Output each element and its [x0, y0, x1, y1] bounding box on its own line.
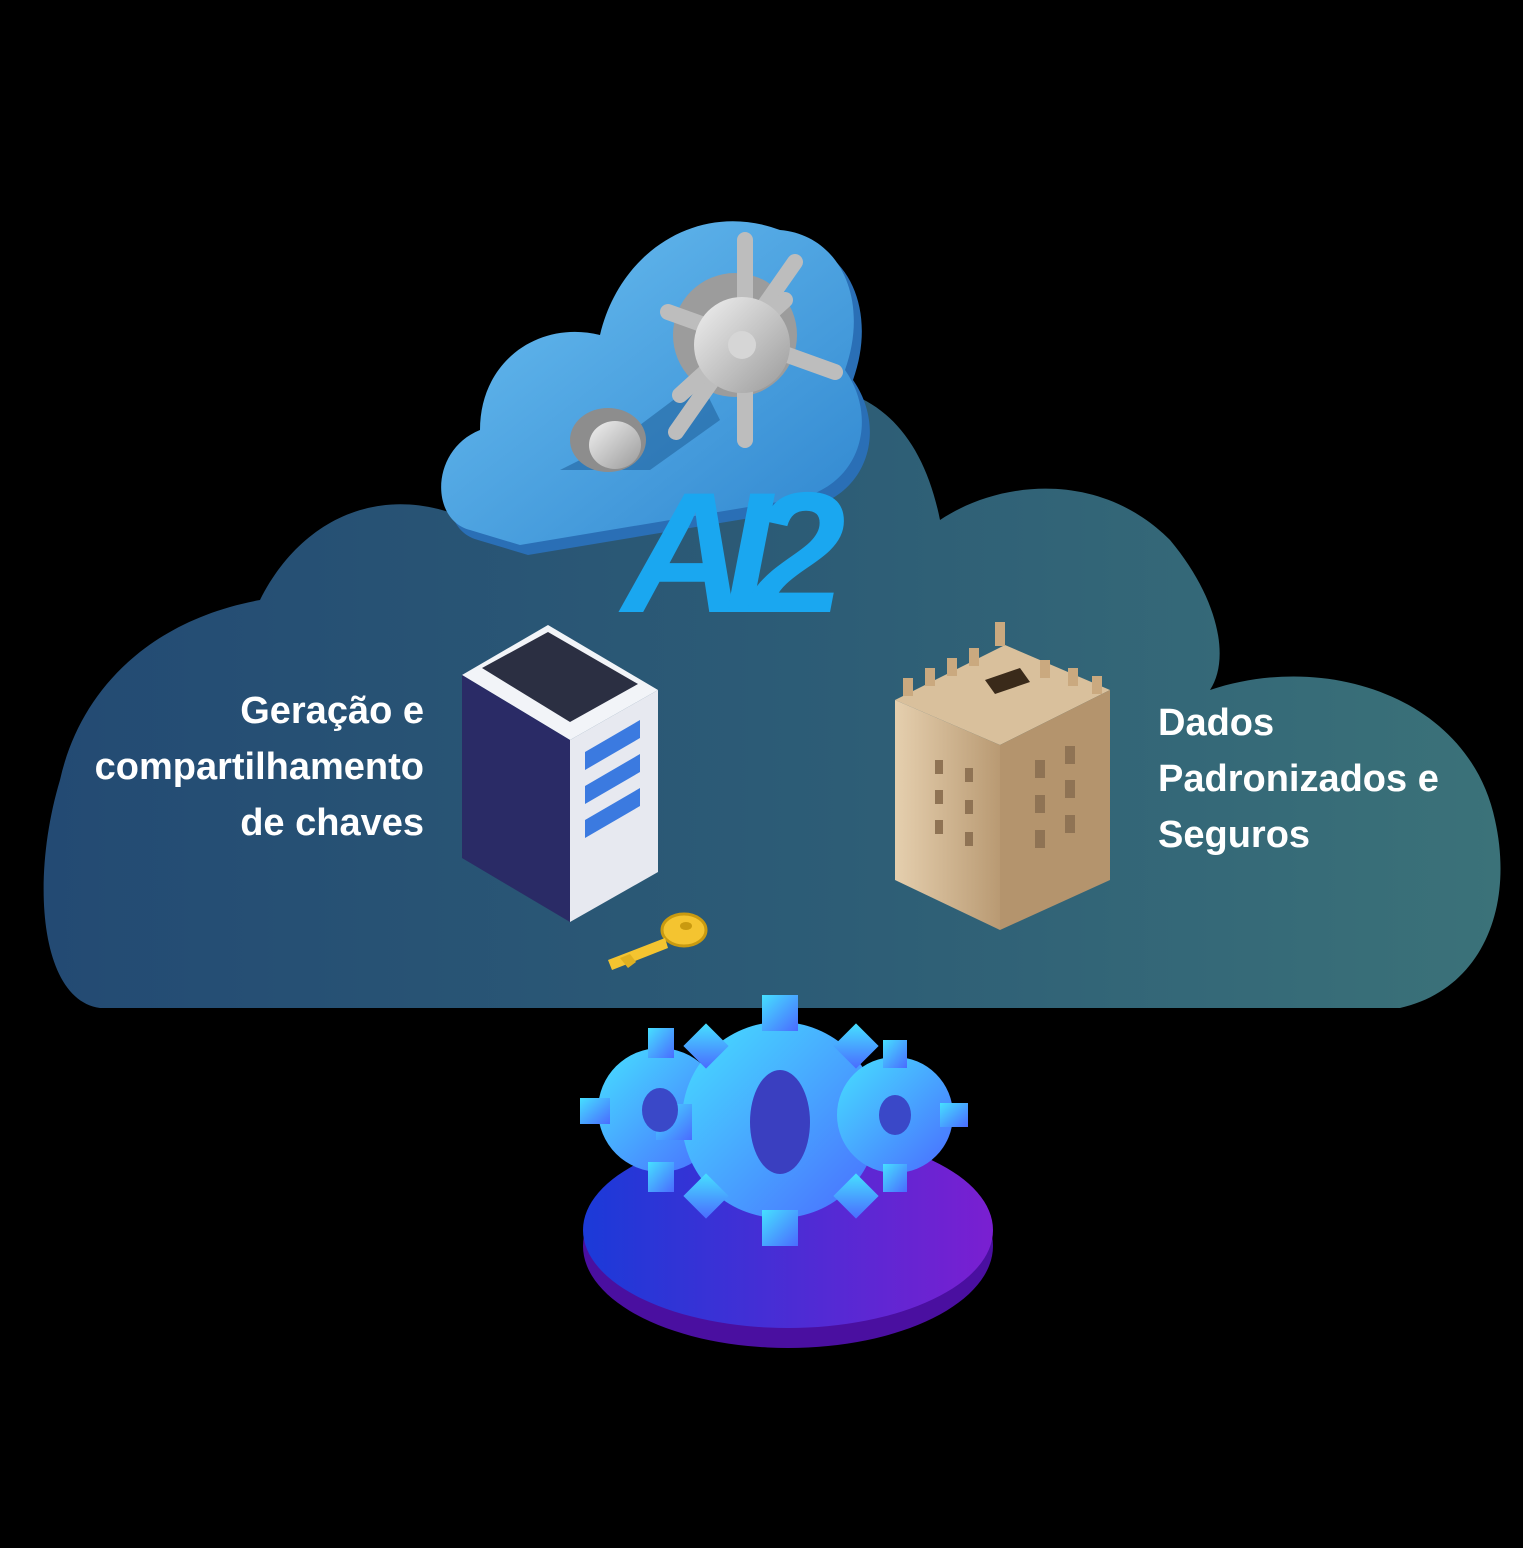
castle-tower-icon: [895, 622, 1110, 930]
key-icon: [608, 912, 708, 970]
left-label-line-2: compartilhamento: [94, 745, 424, 788]
server-icon: [462, 625, 658, 922]
gears-icon: [580, 995, 993, 1348]
right-label: Dados Padronizados e Seguros: [1158, 696, 1498, 864]
left-label-line-3: de chaves: [240, 801, 424, 844]
left-label: Geração e compartilhamento de chaves: [60, 684, 424, 852]
background-cloud: [43, 385, 1501, 1008]
ai2-logo-text: AI2: [618, 457, 844, 649]
right-label-line-1: Dados: [1158, 702, 1275, 744]
cloud-vault-icon: [441, 221, 870, 555]
right-label-line-3: Seguros: [1158, 813, 1311, 856]
left-label-line-1: Geração e: [240, 690, 424, 732]
ai2-logo: AI2: [618, 457, 866, 649]
right-label-line-2: Padronizados e: [1158, 757, 1439, 800]
